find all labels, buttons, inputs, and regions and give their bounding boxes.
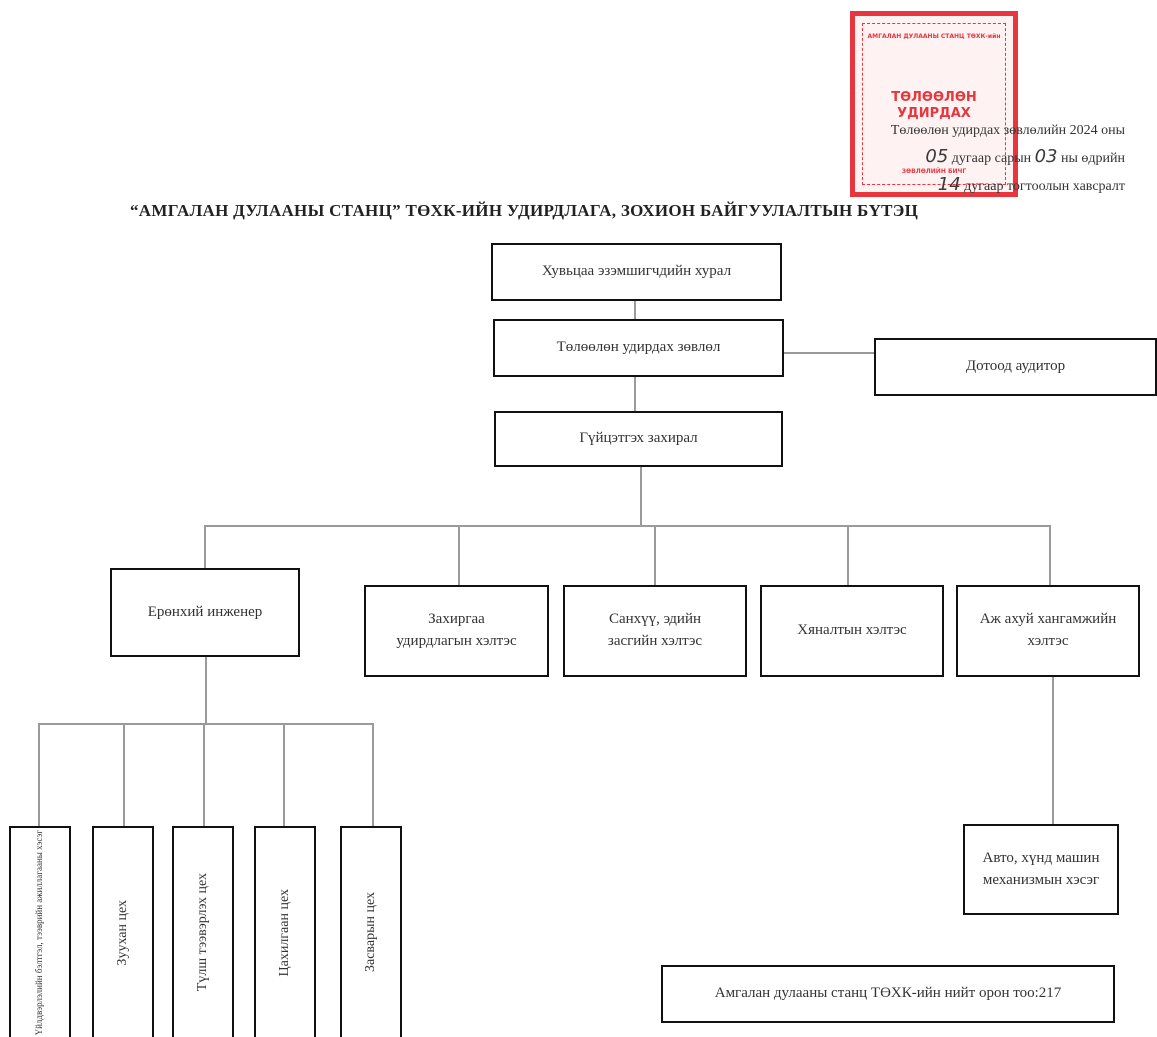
connector-ceo-bus <box>640 466 642 526</box>
node-shareholders-meeting: Хувьцаа эзэмшигчдийн хурал <box>491 243 782 301</box>
connector-board-ceo <box>634 377 636 412</box>
connector-to-supply-dept <box>1049 525 1051 585</box>
connector-to-sub2 <box>123 723 125 828</box>
node-control-department: Хяналтын хэлтэс <box>760 585 944 677</box>
node-sub-fuel-shop-label: Түлш тээвэрлэх цех <box>195 873 211 992</box>
approval-note: Төлөөлөн удирдах зөвлөлийн 2024 оны 05 д… <box>815 118 1125 200</box>
stamp-border <box>862 23 1006 185</box>
connector-to-finance-dept <box>654 525 656 585</box>
node-sub-repair-shop: Засварын цех <box>340 826 402 1037</box>
approval-line-2-end: ны өдрийн <box>1061 151 1125 166</box>
node-finance-department: Санхүү, эдийн засгийн хэлтэс <box>563 585 747 677</box>
stamp-bottom-text: ЗӨВЛӨЛИЙН БИЧГ <box>901 168 967 175</box>
connector-main-bus <box>204 525 1051 527</box>
stamp-org-text: АМГАЛАН ДУЛААНЫ СТАНЦ ТӨХК-ийн <box>867 33 1001 40</box>
node-auto-heavy-machinery: Авто, хүнд машин механизмын хэсэг <box>963 824 1119 915</box>
connector-sub-bus <box>38 723 374 725</box>
headcount-box: Амгалан дулааны станц ТӨХК-ийн нийт орон… <box>661 965 1115 1023</box>
connector-supply-auto <box>1052 676 1054 824</box>
node-ceo: Гүйцэтгэх захирал <box>494 411 783 467</box>
approval-line-2-text: дугаар сарын <box>951 151 1032 166</box>
node-sub-fuel-shop: Түлш тээвэрлэх цех <box>172 826 234 1037</box>
node-board-of-directors: Төлөөлөн удирдах зөвлөл <box>493 319 784 377</box>
connector-to-sub3 <box>203 723 205 828</box>
connector-to-sub1 <box>38 723 40 828</box>
approval-line-2: 05 дугаар сарын 03 ны өдрийн <box>815 144 1125 172</box>
approval-month-handwritten: 05 <box>925 146 949 167</box>
chart-title: “АМГАЛАН ДУЛААНЫ СТАНЦ” ТӨХК-ИЙН УДИРДЛА… <box>130 201 919 220</box>
connector-to-chief-engineer <box>204 525 206 569</box>
node-sub-electric-shop-label: Цахилгаан цех <box>277 888 293 977</box>
approval-line-3: 14 дугаар тогтоолын хавсралт <box>815 172 1125 200</box>
connector-to-admin-dept <box>458 525 460 585</box>
stamp-title-line2: УДИРДАХ <box>897 106 971 121</box>
stamp-title: ТӨЛӨӨЛӨН УДИРДАХ <box>855 90 1013 122</box>
node-internal-auditor: Дотоод аудитор <box>874 338 1157 396</box>
node-supply-department: Аж ахуй хангамжийн хэлтэс <box>956 585 1140 677</box>
approval-day-handwritten: 03 <box>1034 146 1058 167</box>
approval-number-handwritten: 14 <box>937 174 961 195</box>
official-stamp: АМГАЛАН ДУЛААНЫ СТАНЦ ТӨХК-ийн ТӨЛӨӨЛӨН … <box>850 11 1018 197</box>
node-sub-boiler-shop-label: Зуухан цех <box>115 899 131 966</box>
node-admin-department: Захиргаа удирдлагын хэлтэс <box>364 585 549 677</box>
connector-chief-engineer-bus <box>205 656 207 724</box>
connector-to-sub5 <box>372 723 374 828</box>
connector-to-control-dept <box>847 525 849 585</box>
connector-shareholders-board <box>634 300 636 320</box>
connector-board-auditor <box>784 352 874 354</box>
approval-line-3-text: дугаар тогтоолын хавсралт <box>964 179 1125 194</box>
stamp-title-line1: ТӨЛӨӨЛӨН <box>891 90 977 105</box>
node-sub-boiler-shop: Зуухан цех <box>92 826 154 1037</box>
node-sub-production-transport-label: Үйлдвэрлэлийн бэлтгэл, тээврийн ажиллага… <box>34 829 45 1036</box>
node-sub-repair-shop-label: Засварын цех <box>363 892 379 973</box>
node-sub-electric-shop: Цахилгаан цех <box>254 826 316 1037</box>
connector-to-sub4 <box>283 723 285 828</box>
node-sub-production-transport: Үйлдвэрлэлийн бэлтгэл, тээврийн ажиллага… <box>9 826 71 1037</box>
approval-line-1: Төлөөлөн удирдах зөвлөлийн 2024 оны <box>890 123 1125 138</box>
node-chief-engineer: Ерөнхий инженер <box>110 568 300 657</box>
